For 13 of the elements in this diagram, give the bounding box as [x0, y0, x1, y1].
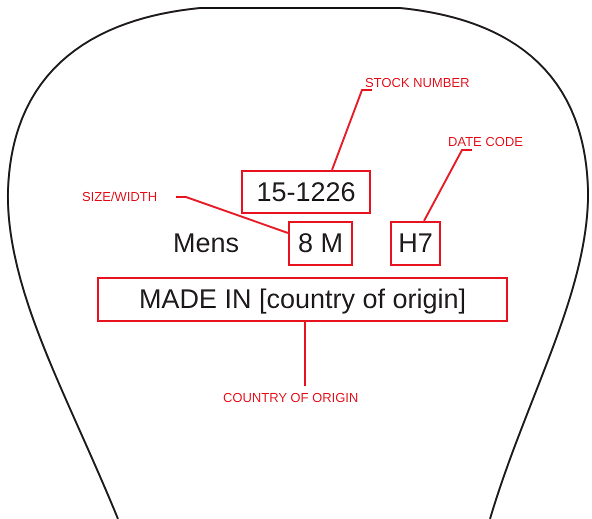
callout-label: DATE CODE: [448, 134, 523, 150]
label-field: H7: [390, 221, 441, 266]
callout-label: SIZE/WIDTH: [82, 189, 158, 205]
label-field: MADE IN [country of origin]: [97, 277, 508, 322]
callout-label: STOCK NUMBER: [365, 75, 470, 91]
gender-text: Mens: [173, 227, 240, 260]
leader-line: [331, 89, 372, 170]
callout-label: COUNTRY OF ORIGIN: [223, 390, 358, 406]
leader-line: [423, 149, 472, 222]
leader-line: [304, 322, 306, 386]
label-field: 8 M: [288, 221, 353, 266]
label-field: 15-1226: [241, 170, 371, 214]
leader-line: [176, 196, 288, 234]
